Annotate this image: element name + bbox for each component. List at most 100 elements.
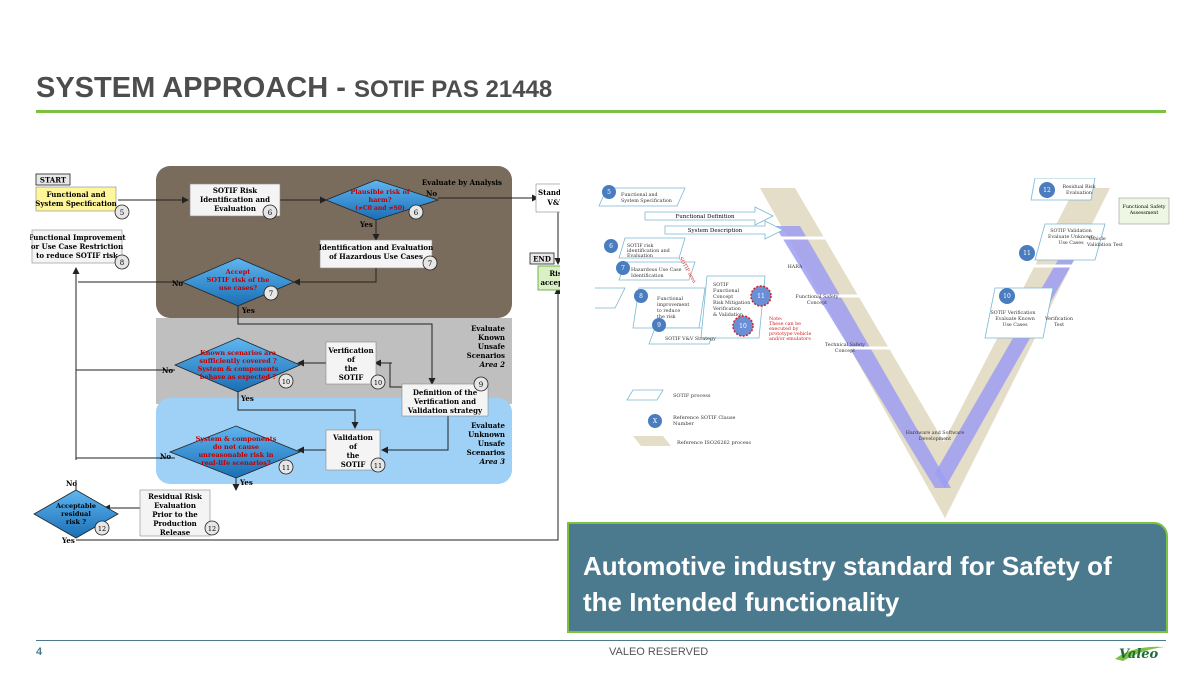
clause-number: 12: [208, 525, 216, 533]
clause-num-6: 6: [609, 243, 613, 250]
residual-line-5: Release: [160, 528, 191, 537]
clause-badge: [262, 204, 278, 220]
valeo-logo: Valeo: [1115, 646, 1165, 662]
vm-vv-strategy: SOTIF V&V Strategy: [665, 336, 716, 342]
clause-number: 11: [282, 464, 290, 472]
hazard-id-line-2: of Hazardous Use Cases: [329, 252, 423, 261]
known-line-1: Known scenarios are: [200, 349, 276, 357]
area2-line-2: Known: [478, 333, 505, 342]
validation-line-1: Validation: [332, 433, 373, 442]
vm-note-line-2: These can be: [769, 321, 801, 327]
plausible-line-3: (≠C0 and ≠S0): [355, 205, 405, 212]
start-text: START: [40, 176, 67, 185]
vm-vehicle-line-2: Validation Test: [1086, 242, 1123, 248]
vm-mitigation-line-4: Risk Mitigation: [713, 300, 750, 306]
known-line-3: System & components: [198, 365, 279, 373]
vm-verification-line-2: Evaluate Known: [995, 316, 1035, 322]
vm-fsc-line-1: Functional Safety: [796, 294, 839, 300]
yes-label: Yes: [359, 220, 373, 229]
v-model-diagram: Functional Definition System Description…: [595, 178, 1170, 518]
unknown-scenarios-diamond: System & components do not cause unreaso…: [168, 425, 302, 479]
risk-identification-box: SOTIF Risk Identification and Evaluation…: [189, 183, 281, 220]
vm-fs-line-1: Functional and: [621, 192, 658, 198]
vm-fs-line-2: System Specification: [621, 198, 672, 204]
clause-num-11: 11: [1023, 250, 1031, 257]
legend-iso-swatch: [633, 436, 671, 446]
vm-note-line-1: Note:: [769, 316, 783, 322]
vm-mitigation-line-1: SOTIF: [713, 282, 729, 288]
known-line-4: behave as expected ?: [200, 373, 277, 381]
residual-line-2: Evaluation: [154, 501, 196, 510]
clause-badge-5: [602, 185, 616, 199]
v-left-arrow: [775, 226, 951, 488]
functional-improvement-line-2: or Use Case Restriction: [31, 242, 123, 251]
fs-assessment-box: Functional Safety Assessment: [1118, 197, 1170, 225]
residual-line-4: Production: [153, 519, 197, 528]
yes-label: Yes: [61, 536, 75, 545]
legend-process-swatch: [626, 389, 664, 401]
vm-verification-line-3: Use Cases: [1002, 322, 1028, 328]
residual-line-1: Residual Risk: [148, 492, 202, 501]
clause-badge: [278, 459, 294, 475]
vmodel-clause-badges: [602, 182, 1055, 428]
clause-badge: [422, 255, 438, 271]
clause-number: 9: [479, 381, 483, 389]
area2-line-5: Area 2: [479, 360, 506, 369]
vm-note-line-3: executed by: [769, 326, 799, 332]
def-strategy-line-3: Validation strategy: [407, 406, 483, 415]
no-label: No: [160, 452, 171, 461]
page-number: 4: [36, 646, 43, 658]
page-title: SYSTEM APPROACH - SOTIF PAS 21448: [36, 72, 552, 105]
area3-line-3: Unsafe: [478, 439, 506, 448]
def-strategy-line-1: Definition of the: [413, 388, 478, 397]
clause-badge: [370, 374, 386, 390]
evaluate-area-2-label: Evaluate Known Unsafe Scenarios Area 2: [467, 324, 506, 369]
vm-residual-line-2: Evaluation: [1066, 190, 1092, 196]
footer-text: VALEO RESERVED: [609, 646, 709, 658]
footer-divider: [36, 640, 1166, 641]
clause-number: 6: [268, 209, 273, 217]
validation-line-2: of: [349, 442, 358, 451]
functional-spec-box: Functional and System Specification 5: [35, 186, 130, 220]
fs-assessment-line-2: Assessment: [1129, 210, 1159, 216]
vm-note-line-4: prototype vehicle: [769, 331, 812, 337]
functional-definition-label: Functional Definition: [675, 214, 735, 220]
legend-clause-line-2: Number: [673, 421, 694, 427]
vm-mitigation-line-6: & Validation: [713, 312, 743, 318]
sotif-flowchart: START Functional and System Specificatio…: [30, 166, 560, 545]
plausible-line-2: harm?: [368, 196, 391, 204]
risk-id-line-2: Identification and: [200, 195, 270, 204]
vm-vtest-line-1: Verification: [1044, 316, 1073, 322]
vm-risk-line-1: SOTIF risk: [627, 243, 653, 249]
vm-hw-line-1: Hardware and Software: [906, 430, 965, 436]
vm-verification-line-1: SOTIF Verification: [990, 310, 1035, 316]
vm-improvement-line-1: Functional: [657, 296, 683, 302]
def-strategy-line-2: Verification and: [413, 397, 476, 406]
clause-number: 7: [269, 290, 273, 298]
red-clause-num-11: 11: [757, 293, 765, 300]
vm-hazard-line-1: Hazardous Use Case: [631, 267, 682, 273]
area2-line-3: Unsafe: [478, 342, 506, 351]
verification-box: Verification of the SOTIF 10: [325, 341, 386, 390]
clause-num-10: 10: [1003, 293, 1011, 300]
definition-strategy-box: Definition of the Verification and Valid…: [401, 376, 489, 417]
functional-spec-line-1: Functional and: [46, 190, 105, 199]
yes-label: Yes: [241, 306, 255, 315]
clause-number: 11: [374, 462, 382, 470]
no-label: No: [66, 479, 77, 488]
functional-spec-line-2: System Specification: [35, 199, 116, 208]
known-scenarios-diamond: Known scenarios are sufficiently covered…: [173, 337, 302, 393]
acceptable-line-2: residual: [61, 510, 91, 518]
legend-x: X: [653, 418, 658, 425]
clause-number: 5: [120, 209, 124, 217]
risk-id-line-3: Evaluation: [214, 204, 256, 213]
known-line-2: sufficiently covered ?: [199, 357, 277, 365]
evaluate-area-3-label: Evaluate Unknown Unsafe Scenarios Area 3: [467, 421, 506, 466]
vm-validation-line-2: Evaluate Unknown: [1048, 234, 1094, 240]
no-label: No: [162, 366, 173, 375]
vm-risk-line-2: identification and: [627, 248, 670, 254]
vm-hw-line-2: Development: [919, 436, 951, 442]
acceptable-line-3: risk ?: [66, 518, 86, 526]
plausible-line-1: Plausible risk of: [350, 188, 410, 196]
clause-badge-12: [1039, 182, 1055, 198]
